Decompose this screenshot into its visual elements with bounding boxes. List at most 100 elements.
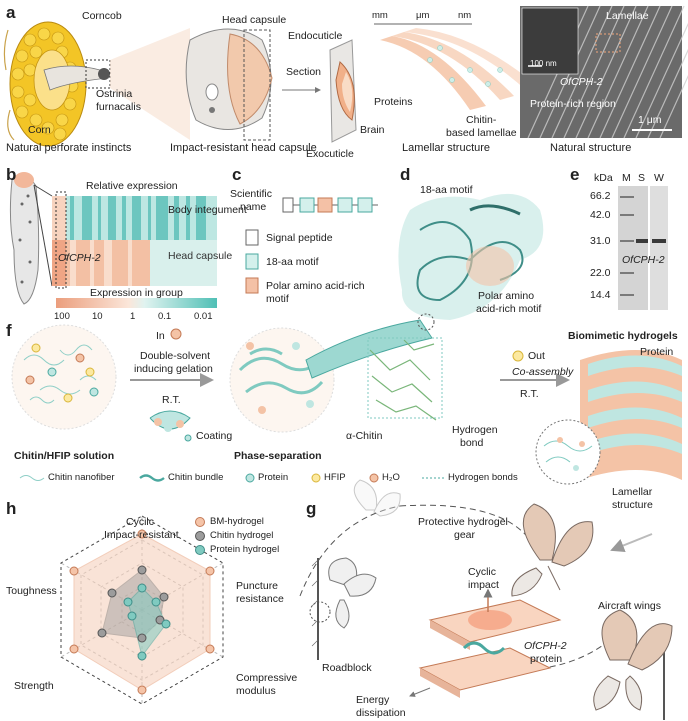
legend-protein: Protein	[258, 472, 289, 483]
tick-100: 100	[54, 311, 70, 322]
caption-a1: Natural perforate instincts	[6, 142, 132, 154]
butterfly-gear	[511, 503, 594, 597]
head-capsule-label: Head capsule	[222, 14, 287, 26]
energy-label-1: Energy	[356, 694, 390, 706]
sds-gel	[618, 186, 668, 310]
legend-polar-2: motif	[266, 293, 289, 305]
scientific-name-2: name	[240, 201, 267, 213]
in-label: In	[156, 330, 165, 342]
tick-0.01: 0.01	[194, 311, 213, 322]
solution-label: Chitin/HFIP solution	[14, 450, 115, 462]
proteins-label: Proteins	[374, 96, 413, 108]
legend-protein-hydrogel: Protein hydrogel	[210, 544, 280, 555]
cuticle-section	[329, 39, 357, 143]
panel-b-label: b	[6, 165, 17, 184]
ofcph2-row-label: OfCPH-2	[58, 252, 101, 264]
axis-compressive-1: Compressive	[236, 672, 298, 684]
corncob-label: Corncob	[82, 10, 122, 22]
panel-a-label: a	[6, 3, 16, 22]
solution-particles	[25, 343, 99, 403]
legend-chitin-hydrogel: Chitin hydrogel	[210, 530, 274, 541]
section-label: Section	[286, 66, 322, 78]
coating-label: Coating	[196, 430, 233, 442]
polar-label-1: Polar amino	[478, 290, 535, 302]
lamellae-label: Lamellae	[606, 10, 649, 22]
lane-s: S	[638, 172, 646, 184]
heatmap-body	[52, 196, 217, 240]
legend-hfip: HFIP	[324, 472, 346, 483]
row-head: Head capsule	[168, 250, 233, 262]
marker-22: 22.0	[590, 267, 611, 279]
scale-mm: mm	[372, 10, 388, 21]
radar-legend	[195, 517, 205, 555]
lamellar-label-2: structure	[612, 499, 653, 511]
heatmap-head	[52, 240, 217, 286]
protein-g-label-1: OfCPH-2	[524, 640, 567, 652]
cyclic-label-1: Cyclic	[468, 566, 496, 578]
polar-label-2: acid-rich motif	[476, 303, 542, 315]
legend-f-markers	[19, 473, 444, 483]
radar-chart	[60, 515, 224, 705]
gear-label-1: Protective hydrogel	[418, 516, 508, 528]
gel-band-label: OfCPH-2	[622, 254, 665, 266]
corn-label: Corn	[28, 124, 51, 136]
axis-toughness: Toughness	[6, 585, 57, 597]
gene-schematic	[245, 197, 378, 294]
scientific-name-1: Scientific	[230, 188, 273, 200]
relative-expression-title: Relative expression	[86, 180, 178, 192]
larva-illustration	[9, 172, 40, 305]
lane-m: M	[622, 172, 631, 184]
butterfly-faded	[353, 479, 401, 517]
row-body-1: Body integument	[168, 204, 247, 216]
coating-illustration	[149, 410, 192, 442]
legend-h2o: H₂O	[382, 472, 400, 483]
marker-31: 31.0	[590, 235, 611, 247]
legend-title: Expression in group	[90, 287, 183, 299]
scale-um: μm	[416, 10, 430, 21]
biomimetic-label: Biomimetic hydrogels	[568, 330, 678, 342]
caption-a3: Lamellar structure	[402, 142, 491, 154]
phase-droplet	[229, 327, 335, 433]
axis-puncture-2: resistance	[236, 593, 284, 605]
expression-scale-bar	[56, 298, 217, 308]
axis-puncture-1: Puncture	[236, 580, 279, 592]
double-solvent-2: inducing gelation	[134, 363, 213, 375]
ofcph2-sem-label: OfCPH-2	[560, 76, 603, 88]
cyclic-label-2: impact	[468, 579, 499, 591]
legend-hbonds: Hydrogen bonds	[448, 472, 518, 483]
ostrinia-label-2: furnacalis	[96, 101, 141, 113]
legend-bm: BM-hydrogel	[210, 516, 264, 527]
panel-f-label: f	[6, 321, 12, 340]
hbond-label-2: bond	[460, 437, 484, 449]
tick-0.1: 0.1	[158, 311, 172, 322]
legend-chitin-nanofiber: Chitin nanofiber	[48, 472, 115, 483]
lane-w: W	[654, 172, 664, 184]
hydrogel-zoom	[535, 419, 601, 485]
brain-label: Brain	[360, 124, 385, 136]
coassembly-label: Co-assembly	[512, 366, 574, 378]
scale-nm: nm	[458, 10, 472, 21]
endocuticle-label: Endocuticle	[288, 30, 343, 42]
marker-66: 66.2	[590, 190, 611, 202]
axis-compressive-2: modulus	[236, 685, 276, 697]
protein-g-label-2: protein	[530, 653, 563, 665]
protein-layer-label: Protein	[640, 346, 674, 358]
sem-image	[520, 5, 688, 139]
marker-14: 14.4	[590, 289, 611, 301]
kda-label: kDa	[594, 172, 613, 184]
marker-42: 42.0	[590, 209, 611, 221]
biomimetic-hydrogel	[580, 350, 682, 480]
butterfly-aircraft	[593, 609, 673, 720]
butterfly-roadblock	[328, 557, 377, 629]
panel-g-label: g	[306, 499, 317, 518]
protein-structure	[398, 193, 544, 320]
corn-illustration	[3, 21, 110, 147]
out-label: Out	[528, 350, 545, 362]
lamellar-label-1: Lamellar	[612, 486, 653, 498]
protein-rich-label: Protein-rich region	[530, 98, 616, 110]
legend-polar-1: Polar amino acid-rich	[266, 280, 365, 292]
aircraft-label: Aircraft wings	[598, 600, 662, 612]
panel-c-label: c	[232, 165, 242, 184]
panel-h-label: h	[6, 499, 17, 518]
caption-a4: Natural structure	[550, 142, 632, 154]
